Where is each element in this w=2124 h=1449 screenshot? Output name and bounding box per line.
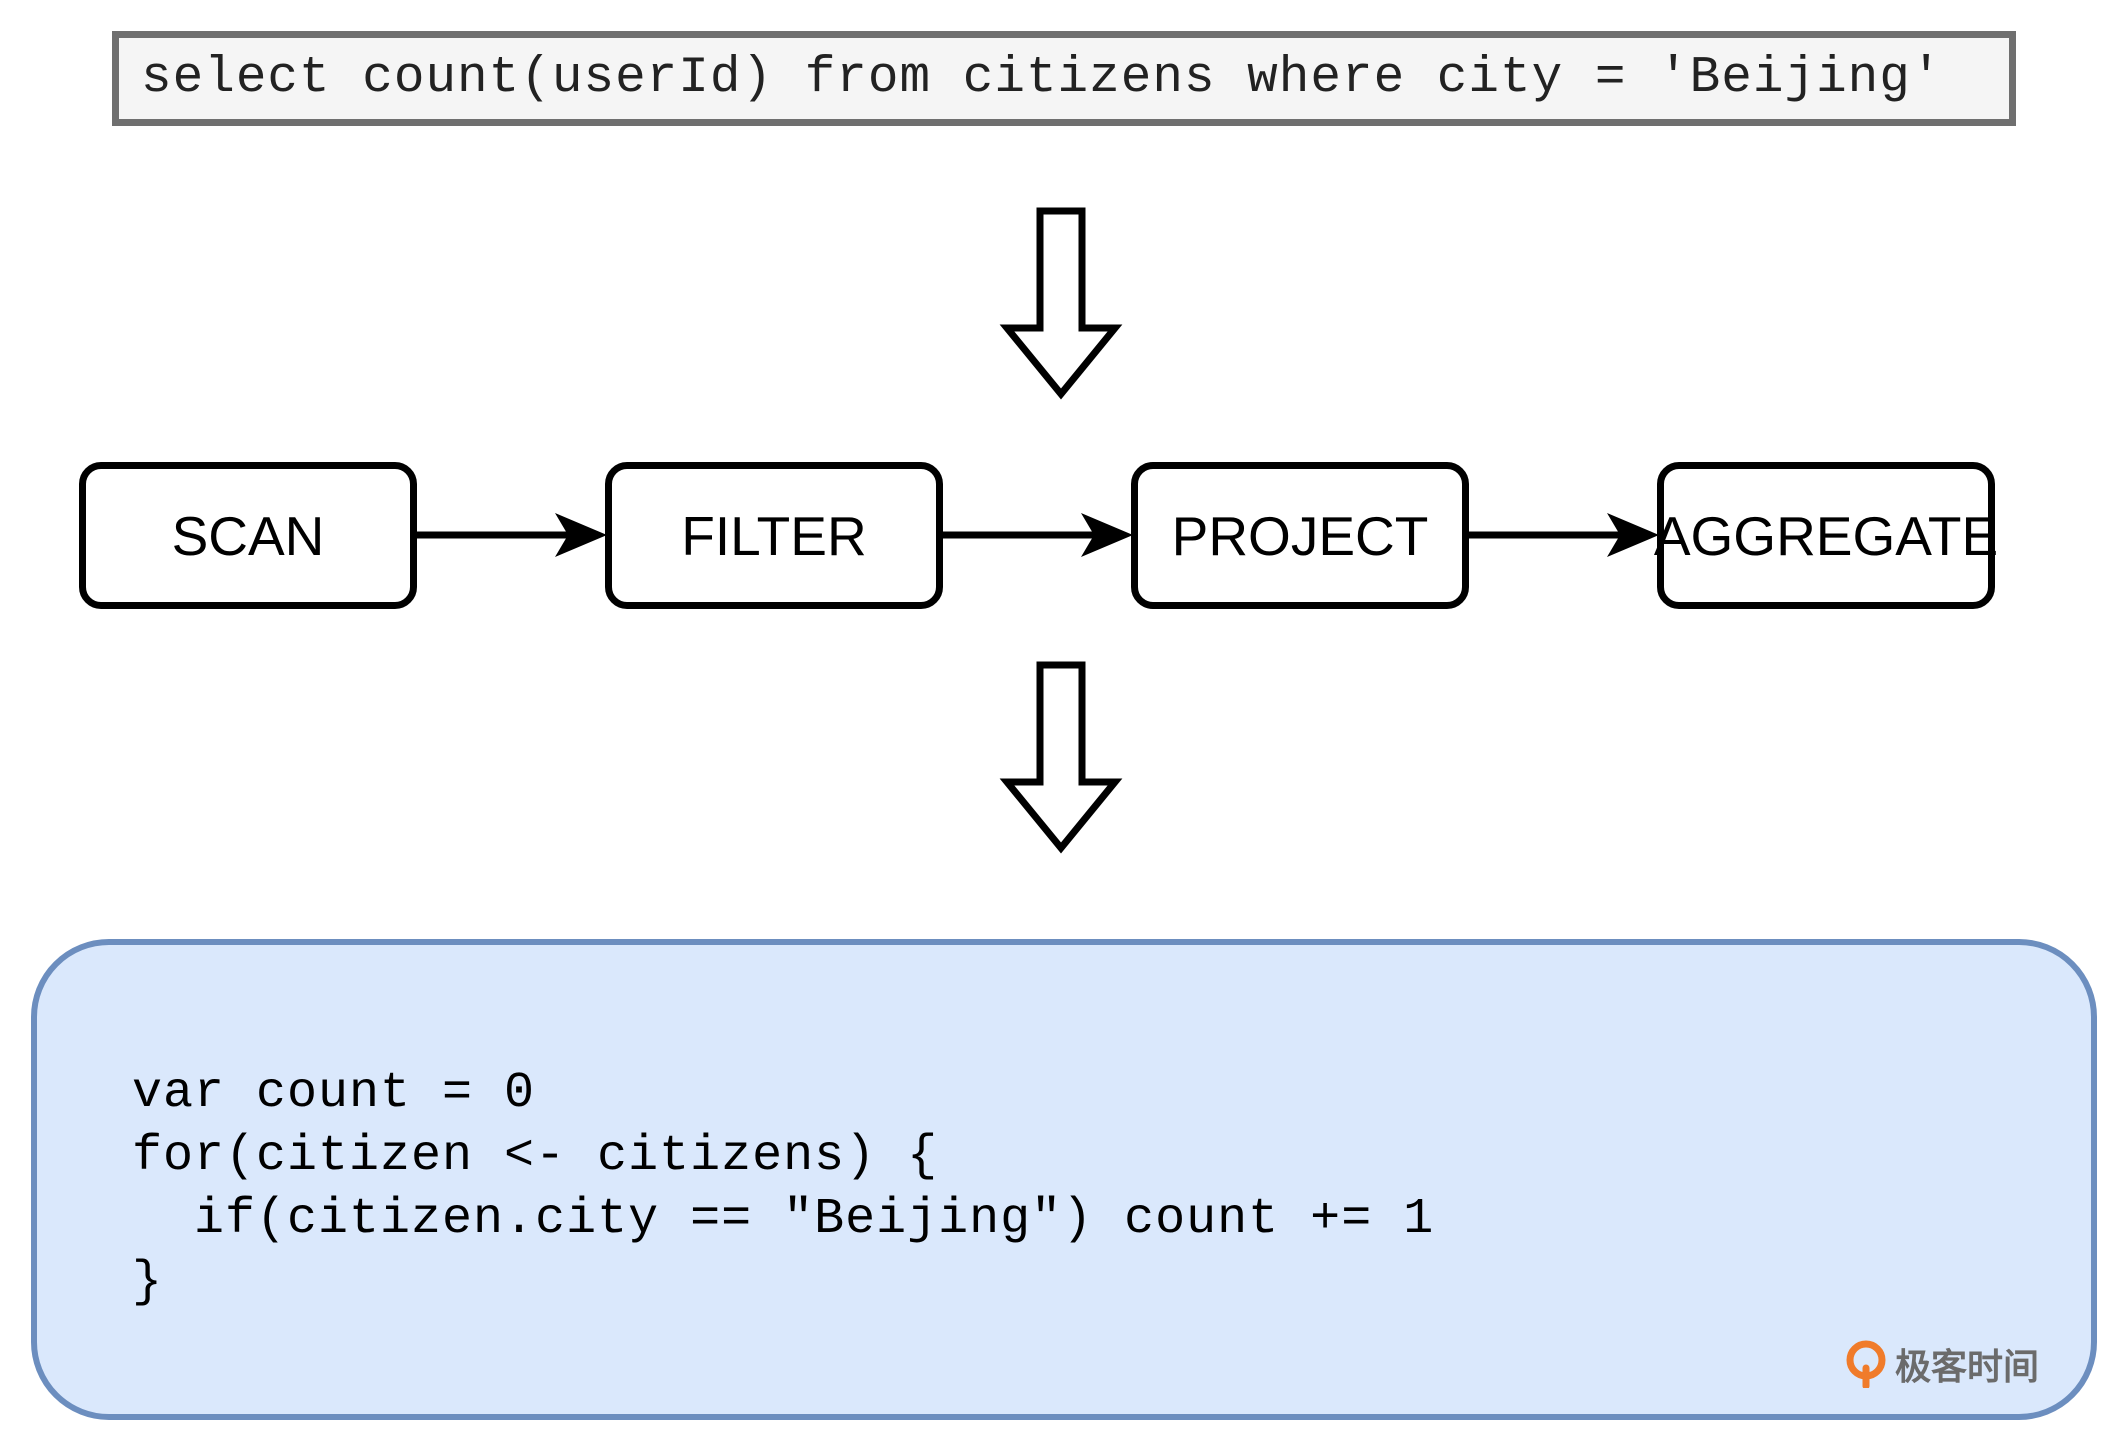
stage-aggregate-label: AGGREGATE: [1653, 504, 1999, 567]
stage-project: PROJECT: [1131, 462, 1469, 609]
code-line: if(citizen.city == "Beijing") count += 1: [132, 1191, 1435, 1248]
stage-filter-label: FILTER: [681, 504, 867, 567]
geektime-logo-icon: [1846, 1340, 1886, 1388]
stage-project-label: PROJECT: [1171, 504, 1429, 567]
brand-watermark: 极客时间: [1845, 1338, 2039, 1390]
code-line: }: [132, 1254, 164, 1311]
connector-filter-project: [943, 513, 1133, 557]
connector-project-aggregate: [1469, 513, 1659, 557]
connector-scan-filter: [417, 513, 607, 557]
down-arrow-icon: [999, 661, 1123, 854]
code-block: var count = 0 for(citizen <- citizens) {…: [132, 1062, 1434, 1314]
down-arrow-icon: [999, 207, 1123, 400]
generated-code-box: var count = 0 for(citizen <- citizens) {…: [31, 939, 2097, 1420]
stage-scan-label: SCAN: [171, 504, 325, 567]
code-line: for(citizen <- citizens) {: [132, 1128, 939, 1185]
sql-query-text: select count(userId) from citizens where…: [141, 50, 1943, 107]
brand-text: 极客时间: [1894, 1347, 2039, 1388]
stage-scan: SCAN: [79, 462, 417, 609]
stage-filter: FILTER: [605, 462, 943, 609]
code-line: var count = 0: [132, 1065, 536, 1122]
sql-query-box: select count(userId) from citizens where…: [112, 31, 2016, 126]
stage-aggregate: AGGREGATE: [1653, 462, 1999, 609]
